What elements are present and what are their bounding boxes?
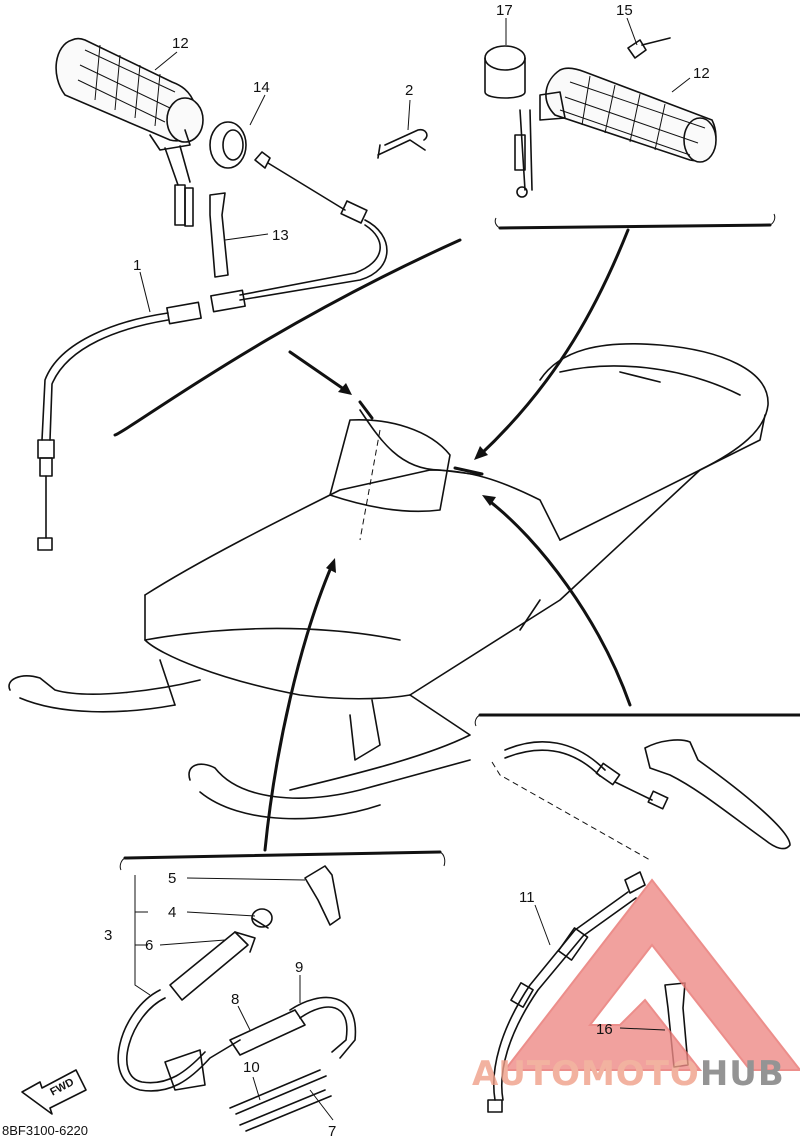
callout-7: 7: [328, 1123, 336, 1139]
cable-tie: [209, 192, 229, 278]
callout-9: 9: [295, 959, 303, 976]
watermark: AUTOMOTOHUB: [472, 878, 800, 1094]
ring-part: [209, 121, 247, 169]
clip-part: [377, 128, 428, 159]
callout-5: 5: [168, 870, 176, 887]
callout-leaders: [134, 17, 691, 1121]
screw-part: [627, 37, 671, 59]
callout-12-right: 12: [693, 65, 710, 82]
right-grip: [514, 67, 717, 198]
callout-4: 4: [168, 904, 176, 921]
forward-arrow-label: FWD: [48, 1076, 76, 1098]
brake-cable: [487, 741, 669, 1113]
callout-2: 2: [405, 82, 413, 99]
choke-lever: [169, 931, 256, 1001]
choke-nut: [251, 908, 273, 929]
watermark-logo-triangle: [502, 878, 800, 1071]
throttle-group: [37, 37, 462, 551]
callout-13: 13: [272, 227, 289, 244]
right-grip-group: [484, 37, 776, 230]
callout-10: 10: [243, 1059, 260, 1076]
leader-arrows: [263, 228, 632, 852]
callout-8: 8: [231, 991, 239, 1008]
callout-labels: 1 2 3 4 5 6 7 8 9 10 11 12 12 13 14 15 1…: [104, 2, 710, 1139]
watermark-text-part1: AUTOMOTO: [472, 1054, 700, 1094]
throttle-cable: [37, 151, 388, 551]
bushing-part: [484, 45, 526, 99]
callout-6: 6: [145, 937, 153, 954]
snowmobile-illustration: [8, 342, 769, 820]
callout-1: 1: [133, 257, 141, 274]
svg-text:AUTOMOTOHUB: AUTOMOTOHUB: [472, 1054, 785, 1094]
diagram-code: 8BF3100-6220: [2, 1123, 88, 1138]
left-grip: [55, 37, 204, 227]
callout-3: 3: [104, 927, 112, 944]
watermark-text-part2: HUB: [700, 1054, 785, 1094]
brake-lever: [644, 739, 791, 850]
callout-12-left: 12: [172, 35, 189, 52]
choke-bracket: [304, 865, 341, 926]
choke-group: [117, 850, 446, 1132]
callout-11: 11: [519, 889, 535, 906]
callout-16: 16: [596, 1021, 613, 1038]
callout-14: 14: [253, 79, 270, 96]
callout-17: 17: [496, 2, 513, 19]
callout-15: 15: [616, 2, 633, 19]
forward-arrow: FWD: [21, 1069, 87, 1115]
